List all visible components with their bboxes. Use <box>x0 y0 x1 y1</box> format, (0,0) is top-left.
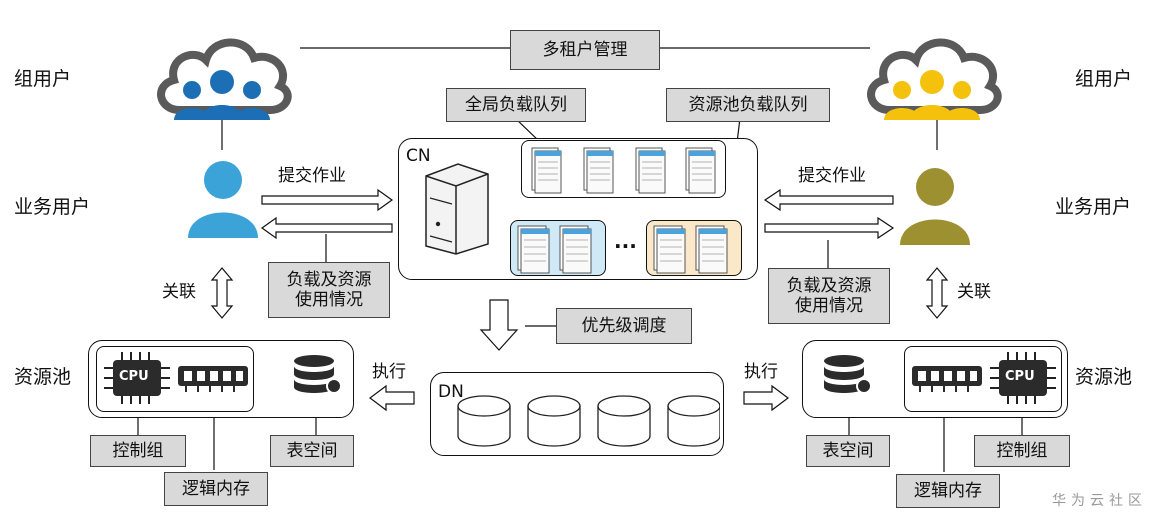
left-resource-pool-label: 资源池 <box>14 366 72 388</box>
pool-queue-label: 资源池负载队列 <box>666 88 830 122</box>
cpu-chip-icon <box>104 352 170 404</box>
left-execute-label: 执行 <box>372 362 406 382</box>
global-queue-docs <box>531 147 716 194</box>
right-control-group-label: 控制组 <box>974 435 1070 467</box>
cn-label: CN <box>406 146 431 166</box>
memory-module-icon <box>912 366 982 392</box>
priority-scheduling-label: 优先级调度 <box>556 308 692 344</box>
right-associate-label: 关联 <box>957 282 991 302</box>
right-load-usage-label: 负载及资源 使用情况 <box>768 268 890 324</box>
left-control-group-label: 控制组 <box>90 435 186 467</box>
business-user-icon <box>188 161 258 238</box>
business-user-icon <box>900 168 970 245</box>
cpu-chip-label: CPU <box>119 369 149 384</box>
left-tablespace-label: 表空间 <box>270 435 354 467</box>
left-submit-job-label: 提交作业 <box>278 166 346 186</box>
database-tablespace-icon <box>294 355 342 394</box>
right-submit-job-label: 提交作业 <box>798 166 866 186</box>
left-associate-label: 关联 <box>162 282 196 302</box>
cpu-chip-icon <box>990 352 1056 404</box>
left-logical-memory-label: 逻辑内存 <box>164 472 268 506</box>
right-resource-pool-label: 资源池 <box>1075 366 1133 388</box>
server-icon <box>425 163 489 255</box>
cloud-group-users-icon <box>157 38 292 120</box>
cloud-group-users-icon <box>867 38 1002 120</box>
left-load-usage-label: 负载及资源 使用情况 <box>268 262 390 318</box>
blue-pool-queue-docs <box>517 225 592 274</box>
right-execute-label: 执行 <box>744 362 778 382</box>
global-queue-label: 全局负载队列 <box>446 88 586 122</box>
right-tablespace-label: 表空间 <box>806 435 890 467</box>
dn-disks <box>457 395 720 447</box>
queue-ellipsis: ··· <box>614 234 637 258</box>
yellow-pool-queue-docs <box>653 225 728 274</box>
left-group-user-label: 组用户 <box>14 68 72 90</box>
database-tablespace-icon <box>824 355 872 394</box>
memory-module-icon <box>178 366 248 392</box>
watermark: 华为云社区 <box>1052 493 1147 509</box>
right-business-user-label: 业务用户 <box>1055 196 1132 218</box>
multi-tenant-label: 多租户管理 <box>510 30 660 70</box>
cpu-chip-label: CPU <box>1005 369 1035 384</box>
right-logical-memory-label: 逻辑内存 <box>896 474 1000 508</box>
left-business-user-label: 业务用户 <box>14 196 91 218</box>
dn-label: DN <box>438 382 464 402</box>
right-group-user-label: 组用户 <box>1075 68 1133 90</box>
